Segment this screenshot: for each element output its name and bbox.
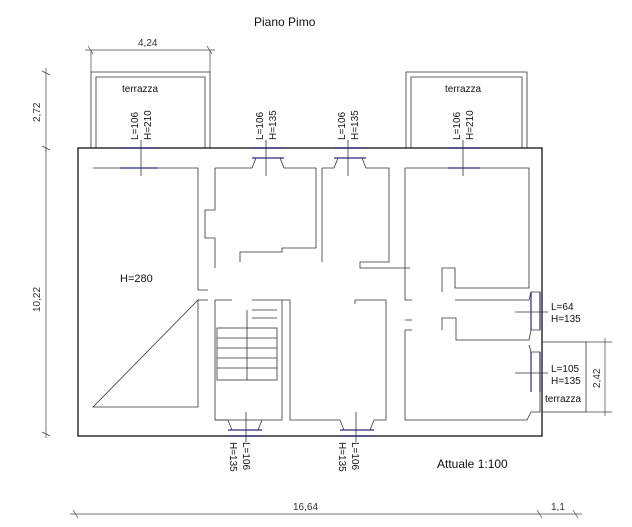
plan-title: Piano Pimo <box>254 15 316 29</box>
terrace-side: terrazza <box>542 341 587 413</box>
window-right-2: L=105 H=135 <box>515 352 581 392</box>
window-top-1: L=106 H=210 <box>120 110 158 176</box>
window-bottom-2: H=135 L=106 <box>336 412 374 472</box>
window-top-4: L=106 H=210 <box>448 110 480 176</box>
window-right-1-width: L=64 <box>551 302 574 313</box>
window-bottom-2-height: H=135 <box>336 442 347 472</box>
window-top-2-width: L=106 <box>255 111 266 140</box>
outer-walls <box>77 147 543 437</box>
window-top-1-width: L=106 <box>130 111 141 140</box>
inner-walls <box>92 157 541 431</box>
room-height-label: H=280 <box>120 273 153 285</box>
window-top-3-width: L=106 <box>337 111 348 140</box>
window-right-2-width: L=105 <box>551 364 580 375</box>
terrace-right-label: terrazza <box>445 84 482 95</box>
terrace-left: terrazza <box>90 71 211 148</box>
dimension-terrace-height-label: 2,72 <box>32 102 43 122</box>
window-right-2-height: H=135 <box>551 376 581 387</box>
dimension-bottom-label: 16,64 <box>293 502 318 513</box>
window-bottom-2-width: L=106 <box>349 442 360 471</box>
window-top-4-height: H=210 <box>465 110 476 140</box>
window-bottom-1-height: H=135 <box>227 442 238 472</box>
dimension-top: 4,24 <box>85 38 215 72</box>
dimension-left-height: 10,22 <box>32 148 51 438</box>
window-right-1-height: H=135 <box>551 314 581 325</box>
dimension-right-terrace-label: 2,42 <box>592 368 603 388</box>
dimension-top-label: 4,24 <box>138 38 158 49</box>
window-top-3: L=106 H=135 <box>334 110 366 176</box>
window-top-2-height: H=135 <box>268 110 279 140</box>
window-bottom-1-width: L=106 <box>240 442 251 471</box>
window-top-3-height: H=135 <box>350 110 361 140</box>
dimension-bottom-small-label: 1,1 <box>551 502 565 513</box>
dimension-bottom: 16,64 1,1 <box>70 502 582 519</box>
window-top-1-height: H=210 <box>143 110 154 140</box>
staircase <box>216 309 278 381</box>
window-top-4-width: L=106 <box>452 111 463 140</box>
terrace-right: terrazza <box>405 71 528 148</box>
window-bottom-1: H=135 L=106 <box>227 412 262 472</box>
scale-label: Attuale 1:100 <box>437 457 508 471</box>
dimension-left-height-label: 10,22 <box>32 287 43 312</box>
terrace-left-label: terrazza <box>122 84 159 95</box>
dimension-right-terrace: 2,42 <box>586 338 612 416</box>
window-right-1: L=64 H=135 <box>515 292 581 330</box>
terrace-side-label: terrazza <box>545 394 582 405</box>
dimension-terrace-height: 2,72 <box>32 68 51 152</box>
window-top-2: L=106 H=135 <box>252 110 284 176</box>
